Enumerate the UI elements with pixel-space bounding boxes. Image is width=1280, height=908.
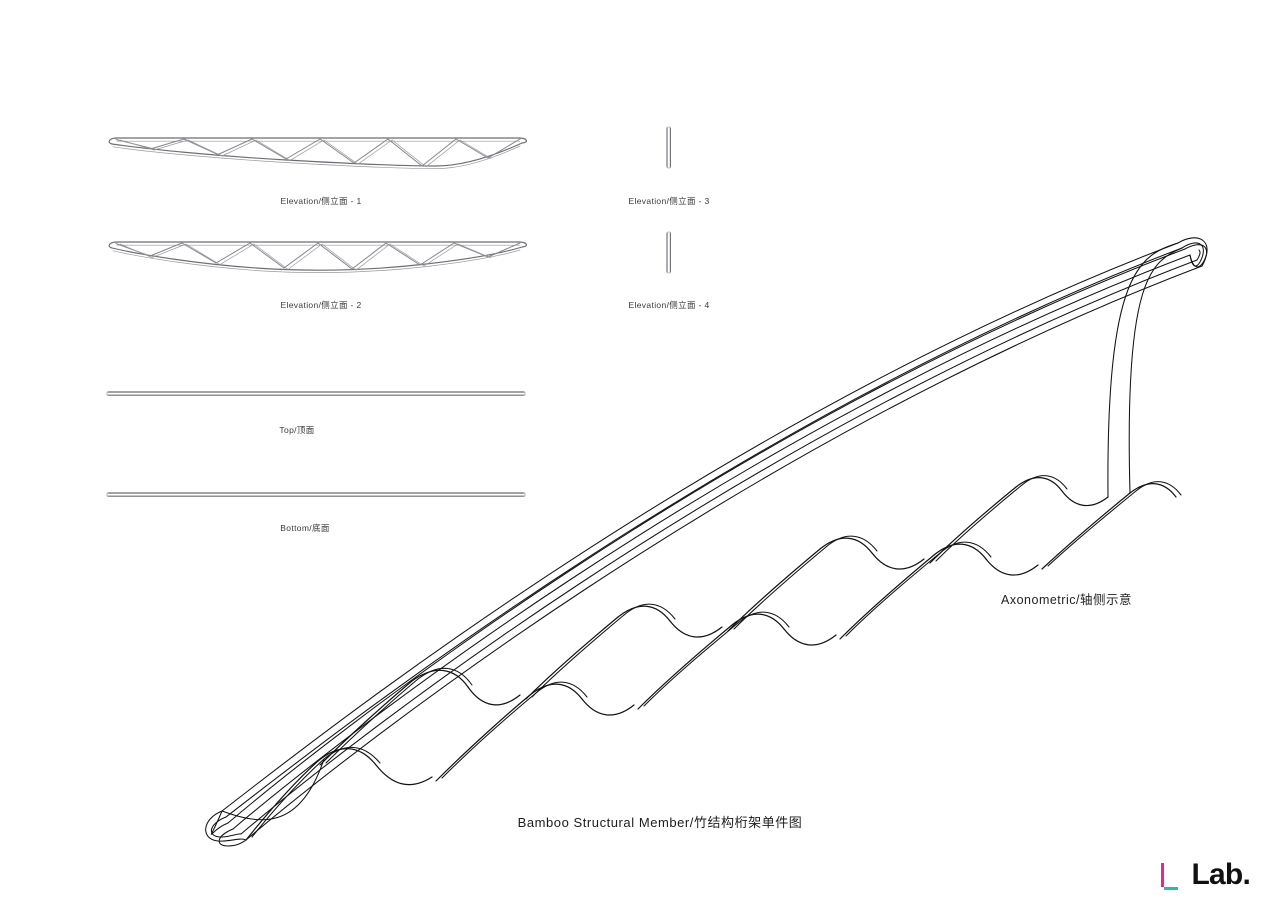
view-bottom [106, 489, 526, 501]
logo-text: Lab. [1191, 858, 1251, 891]
caption-axonometric: Axonometric/轴侧示意 [1001, 593, 1132, 607]
logo-accent-vertical [1160, 863, 1164, 887]
logo-accent-mark [1160, 860, 1191, 890]
view-elevation-1 [106, 128, 532, 176]
view-axonometric [200, 225, 1215, 847]
view-elevation-4 [662, 231, 678, 279]
sheet-title: Bamboo Structural Member/竹结构桁架单件图 [517, 815, 803, 830]
lab-logo: Lab. [1160, 856, 1251, 891]
view-elevation-2 [106, 232, 532, 280]
caption-elevation-2: Elevation/侧立面 - 2 [280, 300, 362, 310]
caption-elevation-3: Elevation/侧立面 - 3 [628, 196, 710, 206]
caption-elevation-1: Elevation/侧立面 - 1 [280, 196, 362, 206]
caption-bottom: Bottom/底面 [280, 523, 330, 533]
view-top [106, 388, 526, 400]
caption-top: Top/顶面 [279, 425, 315, 435]
logo-accent-horizontal [1163, 887, 1178, 890]
view-elevation-3 [662, 126, 678, 174]
caption-elevation-4: Elevation/侧立面 - 4 [628, 300, 710, 310]
